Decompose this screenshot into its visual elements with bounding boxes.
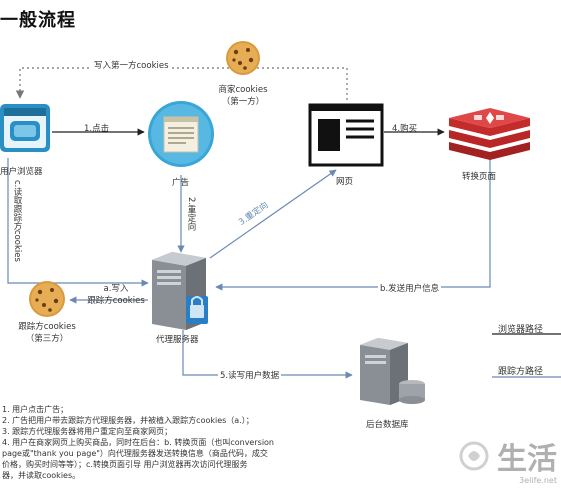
label-write-first-party: 写入第一方cookies bbox=[92, 59, 171, 71]
label-browser: 用户浏览器 bbox=[0, 167, 43, 177]
database-server-icon bbox=[360, 338, 425, 405]
tracker-cookie-name: 跟踪方cookies bbox=[18, 322, 76, 332]
watermark-logo-icon bbox=[459, 441, 489, 471]
steps-list: 1. 用户点击广告； 2. 广告把用户带去跟踪方代理服务器，并被植入跟踪方coo… bbox=[2, 404, 342, 481]
tracker-cookie-sub: （第三方） bbox=[25, 334, 69, 344]
page-title: 一般流程 bbox=[0, 10, 76, 31]
edge-read-write-user bbox=[182, 330, 353, 379]
read-tracker-line1: c.读取跟踪方 bbox=[12, 180, 22, 230]
merchant-cookie-sub: （第一方） bbox=[221, 97, 265, 107]
step-item: 2. 广告把用户带去跟踪方代理服务器，并被植入跟踪方cookies（a.）； bbox=[2, 416, 254, 425]
browser-icon bbox=[0, 104, 50, 152]
step-item: 器，并读取cookies。 bbox=[2, 471, 81, 480]
label-redirect: 2.重定向 bbox=[186, 197, 196, 231]
proxy-server-icon bbox=[152, 252, 208, 330]
step-item: 4. 用户在商家网页上购买商品，同时在后台：b. 转换页面（也叫conversi… bbox=[2, 438, 275, 447]
watermark-url: 3elife.net bbox=[519, 476, 557, 485]
step-item: page或"thank you page"）向代理服务器发送转换信息（商品代码，… bbox=[2, 449, 268, 458]
write-tracker-line2: 跟踪方cookies bbox=[87, 296, 145, 306]
watermark-text: 生活 bbox=[497, 442, 557, 477]
label-merchant-cookie: 商家cookies （第一方） bbox=[210, 83, 276, 107]
edge-write-first-party bbox=[15, 67, 348, 100]
edge-read-tracker bbox=[7, 158, 149, 287]
write-tracker-line1: a.写入 bbox=[103, 284, 129, 294]
label-proxy: 代理服务器 bbox=[156, 335, 199, 345]
edge-send-info bbox=[215, 156, 491, 291]
label-tracker-cookie: 跟踪方cookies （第三方） bbox=[12, 320, 82, 344]
legend-browser-path: 浏览器路径 bbox=[498, 325, 544, 335]
label-webpage: 网页 bbox=[336, 177, 354, 187]
tracker-cookie-icon bbox=[29, 281, 65, 317]
label-click: 1.点击 bbox=[84, 124, 110, 134]
watermark: 生活 3elife.net bbox=[497, 434, 557, 485]
legend-tracker-path: 跟踪方路径 bbox=[498, 367, 544, 377]
merchant-cookie-name: 商家cookies bbox=[218, 85, 268, 95]
label-db: 后台数据库 bbox=[366, 420, 409, 430]
ad-icon bbox=[148, 101, 214, 167]
conversion-page-icon bbox=[449, 108, 530, 160]
label-conversion: 转换页面 bbox=[462, 172, 497, 182]
webpage-icon bbox=[308, 103, 384, 167]
label-read-write-user: 5.读写用户数据 bbox=[218, 369, 282, 381]
label-buy: 4.购买 bbox=[392, 124, 418, 134]
step-item: 价格，购买时间等等）；c.转换页面引导 用户浏览器再次访问代理服务 bbox=[2, 460, 248, 469]
step-item: 3. 跟踪方代理服务器将用户重定向至商家网页； bbox=[2, 427, 173, 436]
label-ad: 广告 bbox=[172, 178, 190, 188]
step-item: 1. 用户点击广告； bbox=[2, 405, 69, 414]
edge-redirect-back bbox=[209, 169, 337, 259]
label-read-tracker: c.读取跟踪方cookies bbox=[11, 180, 23, 262]
label-write-tracker: a.写入 跟踪方cookies bbox=[84, 282, 148, 306]
read-tracker-line2: cookies bbox=[12, 229, 22, 262]
merchant-cookie-icon bbox=[226, 41, 260, 75]
label-send-info: b.发送用户信息 bbox=[378, 282, 442, 294]
